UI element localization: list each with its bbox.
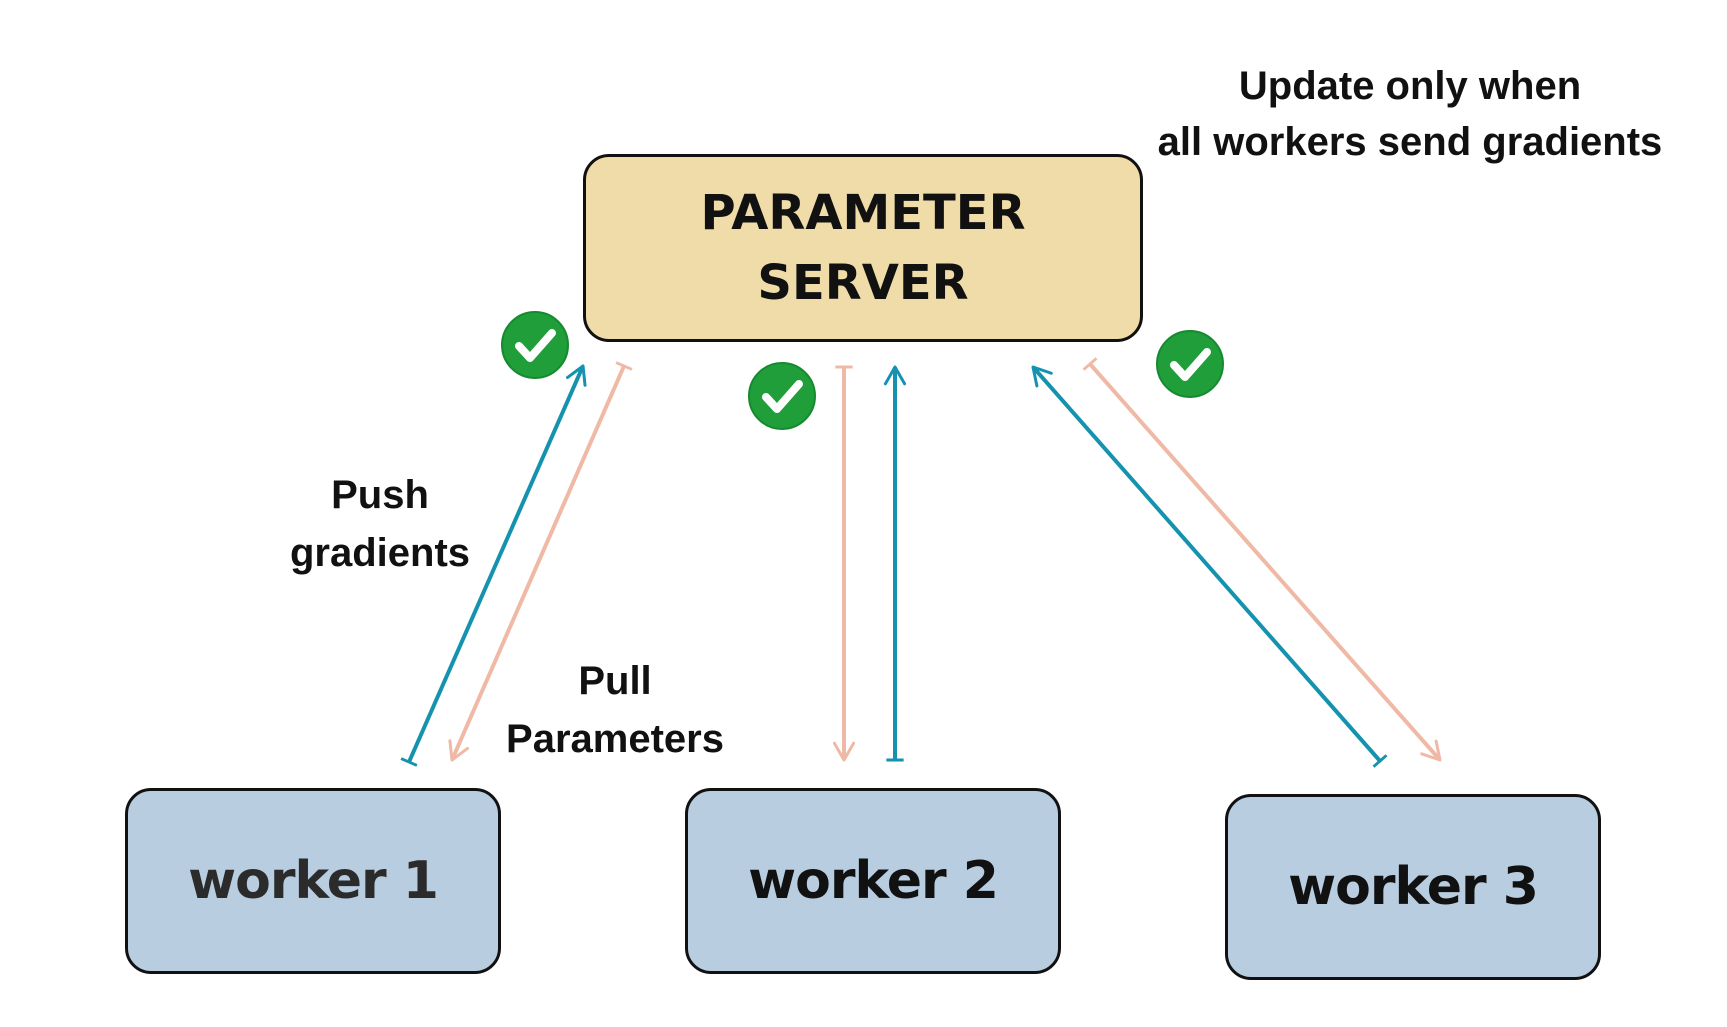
- update-note-line1: Update only when: [1238, 64, 1582, 108]
- worker-3-box: worker 3: [1225, 794, 1601, 980]
- update-note: Update only when all workers send gradie…: [1130, 58, 1690, 170]
- server-title-line2: SERVER: [757, 255, 969, 311]
- worker-1-label: worker 1: [188, 851, 439, 911]
- check-circle-icon: [1156, 330, 1224, 398]
- check-circle-icon: [501, 311, 569, 379]
- worker-3-label: worker 3: [1288, 857, 1539, 917]
- update-note-line2: all workers send gradients: [1157, 120, 1663, 164]
- check-circle-icon: [748, 362, 816, 430]
- worker-2-label: worker 2: [748, 851, 999, 911]
- worker-2-box: worker 2: [685, 788, 1061, 974]
- server-title-line1: PARAMETER: [700, 185, 1026, 241]
- pull-arrow-worker-1: [448, 361, 633, 762]
- push-arrow-worker-3: [1031, 365, 1388, 768]
- pull-arrow-worker-3: [1082, 357, 1442, 762]
- parameter-server-box: PARAMETER SERVER: [583, 154, 1143, 342]
- parameter-server-title: PARAMETER SERVER: [700, 178, 1025, 318]
- worker-1-box: worker 1: [125, 788, 501, 974]
- push-arrow-worker-1: [400, 364, 587, 767]
